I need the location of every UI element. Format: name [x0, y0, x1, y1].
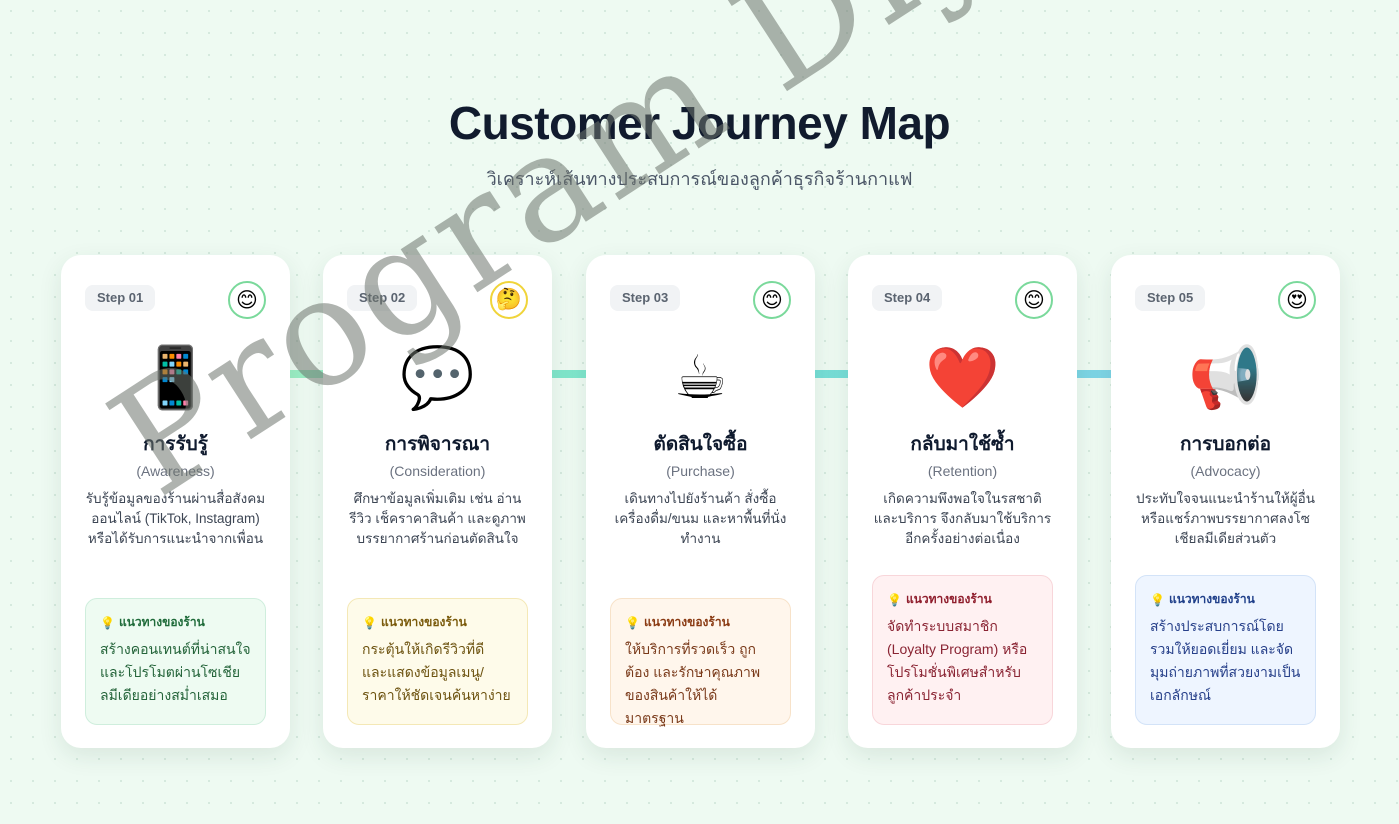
smiling-face-icon: 😊 — [228, 281, 266, 319]
step-badge: Step 05 — [1135, 285, 1206, 311]
journey-card-retention: Step 04 😊 ❤️ กลับมาใช้ซ้ำ (Retention) เก… — [848, 255, 1077, 748]
stage-description: รับรู้ข้อมูลของร้านผ่านสื่อสังคมออนไลน์ … — [85, 491, 266, 546]
store-tip-box: 💡 แนวทางของร้าน กระตุ้นให้เกิดรีวิวที่ดี… — [347, 598, 528, 725]
journey-card-purchase: Step 03 😊 ☕ ตัดสินใจซื้อ (Purchase) เดิน… — [586, 255, 815, 748]
stage-description: เกิดความพึงพอใจในรสชาติและบริการ จึงกลับ… — [873, 491, 1052, 546]
tip-header: 💡 แนวทางของร้าน — [887, 590, 1038, 609]
megaphone-icon: 📢 — [1188, 344, 1263, 411]
step-badge: Step 01 — [85, 285, 156, 311]
journey-card-consideration: Step 02 🤔 💬 การพิจารณา (Consideration) ศ… — [323, 255, 552, 748]
stage-description: ศึกษาข้อมูลเพิ่มเติม เช่น อ่านรีวิว เช็ค… — [349, 491, 526, 546]
tip-label: แนวทางของร้าน — [118, 615, 205, 629]
tip-text: ให้บริการที่รวดเร็ว ถูกต้อง และรักษาคุณภ… — [625, 641, 761, 726]
page-title: Customer Journey Map — [448, 97, 951, 149]
tip-header: 💡 แนวทางของร้าน — [100, 613, 251, 632]
lightbulb-icon: 💡 — [1150, 592, 1165, 607]
heart-icon: ❤️ — [925, 344, 1000, 411]
stage-english-name: (Retention) — [927, 463, 998, 479]
tip-header: 💡 แนวทางของร้าน — [1150, 590, 1301, 609]
tip-header: 💡 แนวทางของร้าน — [362, 613, 513, 632]
tip-text: กระตุ้นให้เกิดรีวิวที่ดี และแสดงข้อมูลเม… — [362, 641, 511, 703]
hot-coffee-icon: ☕ — [673, 344, 728, 411]
store-tip-box: 💡 แนวทางของร้าน สร้างประสบการณ์โดยรวมให้… — [1135, 575, 1316, 725]
stage-title: ตัดสินใจซื้อ — [653, 434, 748, 455]
step-badge: Step 03 — [610, 285, 681, 311]
journey-card-advocacy: Step 05 😍 📢 การบอกต่อ (Advocacy) ประทับใ… — [1111, 255, 1340, 748]
tip-text: จัดทำระบบสมาชิก (Loyalty Program) หรือโป… — [887, 618, 1028, 703]
lightbulb-icon: 💡 — [625, 615, 640, 630]
page-subtitle: วิเคราะห์เส้นทางประสบการณ์ของลูกค้าธุรกิ… — [486, 169, 913, 189]
tip-label: แนวทางของร้าน — [1168, 592, 1255, 606]
lightbulb-icon: 💡 — [100, 615, 115, 630]
tip-header: 💡 แนวทางของร้าน — [625, 613, 776, 632]
speech-bubble-icon: 💬 — [400, 344, 475, 411]
stage-title: กลับมาใช้ซ้ำ — [910, 434, 1015, 455]
thinking-face-icon: 🤔 — [490, 281, 528, 319]
heart-eyes-face-icon: 😍 — [1278, 281, 1316, 319]
stage-english-name: (Advocacy) — [1190, 463, 1261, 479]
stage-title: การรับรู้ — [143, 434, 208, 455]
tip-text: สร้างประสบการณ์โดยรวมให้ยอดเยี่ยม และจัด… — [1150, 618, 1301, 703]
step-badge: Step 02 — [347, 285, 418, 311]
lightbulb-icon: 💡 — [362, 615, 377, 630]
tip-text: สร้างคอนเทนต์ที่น่าสนใจและโปรโมตผ่านโซเช… — [100, 641, 251, 703]
tip-label: แนวทางของร้าน — [643, 615, 730, 629]
stage-english-name: (Awareness) — [136, 463, 215, 479]
stage-description: ประทับใจจนแนะนำร้านให้ผู้อื่น หรือแชร์ภา… — [1136, 491, 1315, 546]
lightbulb-icon: 💡 — [887, 592, 902, 607]
stage-description: เดินทางไปยังร้านค้า สั่งซื้อเครื่องดื่ม/… — [614, 491, 787, 546]
smartphone-icon: 📱 — [138, 344, 213, 411]
store-tip-box: 💡 แนวทางของร้าน ให้บริการที่รวดเร็ว ถูกต… — [610, 598, 791, 726]
stage-english-name: (Consideration) — [389, 463, 486, 479]
store-tip-box: 💡 แนวทางของร้าน สร้างคอนเทนต์ที่น่าสนใจแ… — [85, 598, 266, 725]
tip-label: แนวทางของร้าน — [905, 592, 992, 606]
smiling-face-icon: 😊 — [1015, 281, 1053, 319]
tip-label: แนวทางของร้าน — [380, 615, 467, 629]
store-tip-box: 💡 แนวทางของร้าน จัดทำระบบสมาชิก (Loyalty… — [872, 575, 1053, 725]
step-badge: Step 04 — [872, 285, 943, 311]
stage-english-name: (Purchase) — [666, 463, 735, 479]
stage-title: การพิจารณา — [384, 434, 491, 455]
journey-card-awareness: Step 01 😊 📱 การรับรู้ (Awareness) รับรู้… — [61, 255, 290, 748]
stage-title: การบอกต่อ — [1179, 434, 1272, 455]
smiling-face-icon: 😊 — [753, 281, 791, 319]
